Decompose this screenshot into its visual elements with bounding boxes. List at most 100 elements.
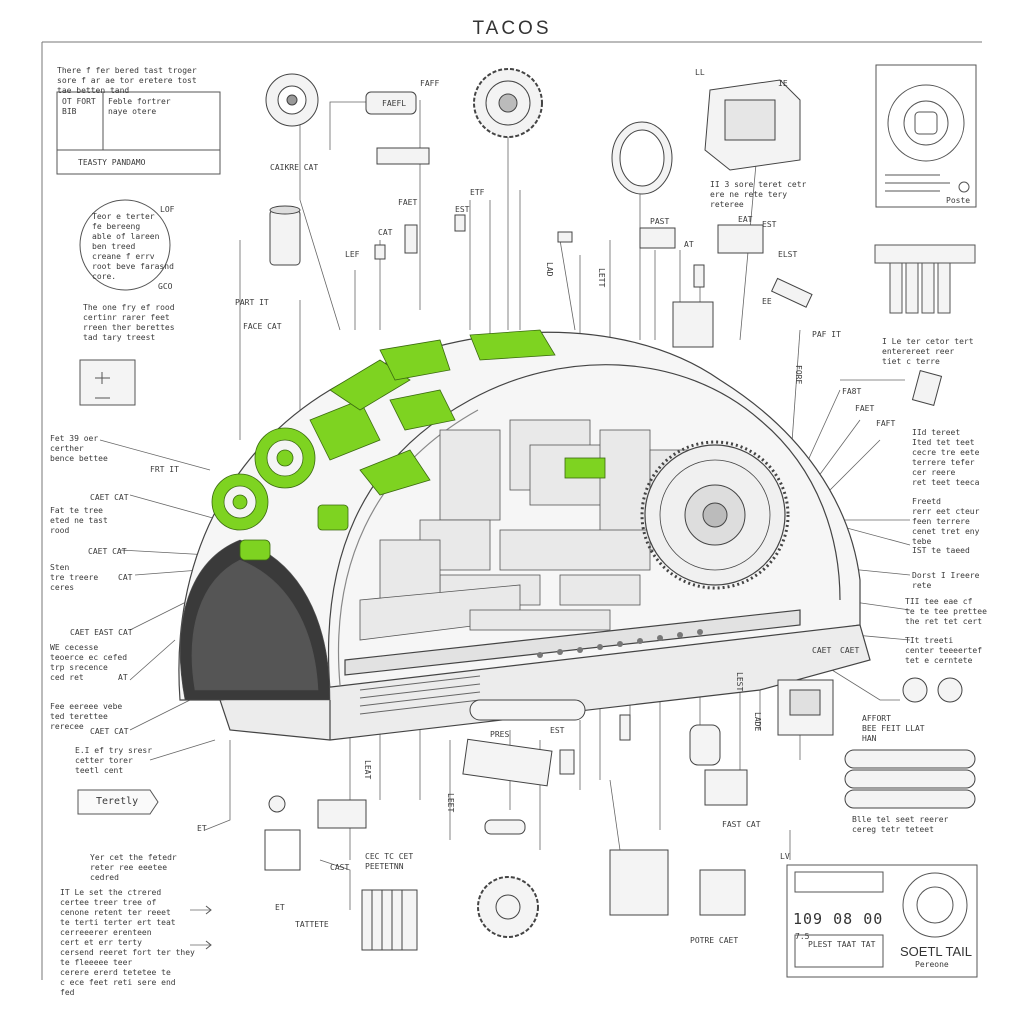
right-bottom-note: Blle tel seet reerer cereg tetr teteet — [852, 815, 949, 834]
part-label-10: EAT — [738, 215, 753, 224]
bottom-label-6: ET — [197, 824, 207, 833]
spec-box-footer: TEASTY PANDAMO — [78, 158, 146, 167]
right-callout-3: FAFT — [876, 419, 896, 428]
part-label-14: AT — [684, 240, 694, 249]
indicator-row — [537, 629, 703, 658]
right-callout-9: TIt treeti center teeeertef tet e cernte… — [905, 636, 983, 665]
part-label-11: ELST — [778, 250, 798, 259]
small-device-left — [79, 359, 136, 406]
right-callout-8: TII tee eae cf te te tee prettee the ret… — [905, 597, 987, 626]
part-label-18: LL — [695, 68, 705, 77]
part-label-16: CAET — [812, 646, 832, 655]
part-label-5: PART IT — [235, 298, 269, 307]
part-label-17: FRT IT — [150, 465, 179, 474]
vent-slots — [359, 675, 481, 715]
part-label-9: ETF — [470, 188, 485, 197]
bottom-label-4: CEC TC CET PEETETNN — [365, 852, 414, 871]
mesh-dome — [179, 539, 331, 701]
page-title: TACOS — [472, 18, 552, 39]
vertical-label-7: FORE — [794, 365, 803, 385]
bottom-label-9: EST — [550, 726, 565, 735]
top-left-note: There f fer bered tast troger sore f ar … — [57, 66, 197, 95]
right-callout-1: FA8T — [842, 387, 862, 396]
page-frame — [41, 41, 982, 980]
left-callout-4: CAET CAT — [88, 547, 127, 556]
main-gear — [640, 440, 790, 590]
left-callout-6: CAT — [118, 573, 133, 582]
top-left-spec-box — [56, 91, 221, 175]
circle-note-label: LOF — [160, 205, 175, 214]
right-callout-11: AFFORT BEE FEIT LLAT HAN — [862, 714, 925, 743]
circle-note-outline — [79, 199, 171, 291]
device-small-label: FAEFL — [382, 99, 407, 108]
right-callout-6: IST te taeed — [912, 546, 970, 555]
part-label-19: IE — [778, 79, 788, 88]
left-callout-3: Fat te tree eted ne tast rood — [50, 506, 108, 535]
part-label-7: PAST — [650, 217, 670, 226]
part-label-15: EST — [762, 220, 777, 229]
vertical-label-5: LEAT — [363, 760, 372, 780]
bottom-label-2: POTRE CAET — [690, 936, 739, 945]
part-label-3: EST — [455, 205, 470, 214]
bottom-right-panel — [786, 864, 978, 978]
left-callout-8: WE cecesse teoerce ec cefed trp srecence… — [50, 643, 128, 682]
right-dial-panel — [875, 64, 977, 208]
right-callout-10: CAET — [840, 646, 860, 655]
vertical-label-3: LEST — [735, 672, 744, 692]
right-top-note: II 3 sore teret cetr ere ne rete tery re… — [710, 180, 807, 209]
dial-label: Poste — [946, 196, 971, 205]
bottom-parts — [264, 699, 746, 951]
left-callout-12: E.I ef try sresr cetter torer teetl cent — [75, 746, 153, 775]
part-label-1: FAFF — [420, 79, 440, 88]
tag-outline — [77, 789, 159, 815]
panel-clock-readout: 109 08 00 — [793, 910, 884, 928]
right-callout-4: IId tereet Ited tet teet cecre tre eete … — [912, 428, 980, 487]
top-parts — [265, 68, 943, 406]
spec-box-cell-a: OT FORT BIB — [62, 97, 96, 116]
vertical-label-4: LADE — [753, 712, 762, 732]
right-callout-7: Dorst I Ireere rete — [912, 571, 980, 590]
panel-brand: SOETL TAIL — [900, 944, 973, 959]
right-lower-parts — [689, 677, 976, 809]
left-callout-10: Fee eereee vebe ted terettee rerecee — [50, 702, 123, 731]
bottom-label-1: FAST CAT — [722, 820, 761, 829]
panel-caption: PLEST TAAT TAT — [808, 940, 876, 949]
panel-brand-sub: Pereone — [915, 960, 949, 969]
tag-label: Teretly — [96, 796, 139, 807]
arrow-markers — [205, 905, 212, 950]
part-label-6: FACE CAT — [243, 322, 282, 331]
right-callout-5: Freetd rerr eet cteur feen terrere cenet… — [912, 497, 980, 546]
left-callout-1: Fet 39 oer certher bence bettee — [50, 434, 108, 463]
lower-left-note: Yer cet the fetedr reter ree eeetee cedr… — [90, 853, 177, 882]
left-note: The one fry ef rood certinr rarer feet r… — [83, 303, 175, 342]
right-callout-2: FAET — [855, 404, 875, 413]
part-label-12: PAF IT — [812, 330, 841, 339]
left-callout-7: CAET EAST CAT — [70, 628, 133, 637]
circle-note-sub: GCO — [158, 282, 173, 291]
left-callout-11: CAET CAT — [90, 727, 129, 736]
chip-label: CAIKRE CAT — [270, 163, 319, 172]
left-callout-5: Sten tre treere ceres — [50, 563, 99, 592]
right-heatsink — [874, 244, 976, 314]
vertical-label-1: LAD — [545, 262, 554, 277]
vertical-label-6: LEET — [446, 793, 455, 813]
panel-code: 7.5 — [795, 932, 810, 941]
green-components — [211, 329, 606, 561]
left-callout-2: CAET CAT — [90, 493, 129, 502]
part-label-4: LEF — [345, 250, 360, 259]
right-mid-note: I Le ter cetor tert enterereet reer tiet… — [882, 337, 974, 366]
bottom-label-8: PRES — [490, 730, 510, 739]
bottom-label-3: TATTETE — [295, 920, 329, 929]
panel-label-a: LV — [780, 852, 790, 861]
part-label-13: EE — [762, 297, 772, 306]
left-callout-9: AT — [118, 673, 128, 682]
bottom-label-5: CAST — [330, 863, 350, 872]
part-label-2: FAET — [398, 198, 418, 207]
bottom-label-7: ET — [275, 903, 285, 912]
part-label-8: CAT — [378, 228, 393, 237]
vertical-label-2: LETT — [597, 268, 606, 288]
spec-box-cell-b: Feble fortrer naye otere — [108, 97, 171, 116]
circle-note-text: Teor e terter fe bereeng able of lareen … — [92, 212, 174, 281]
bottom-left-note: IT Le set the ctrered certee treer tree … — [60, 888, 195, 997]
